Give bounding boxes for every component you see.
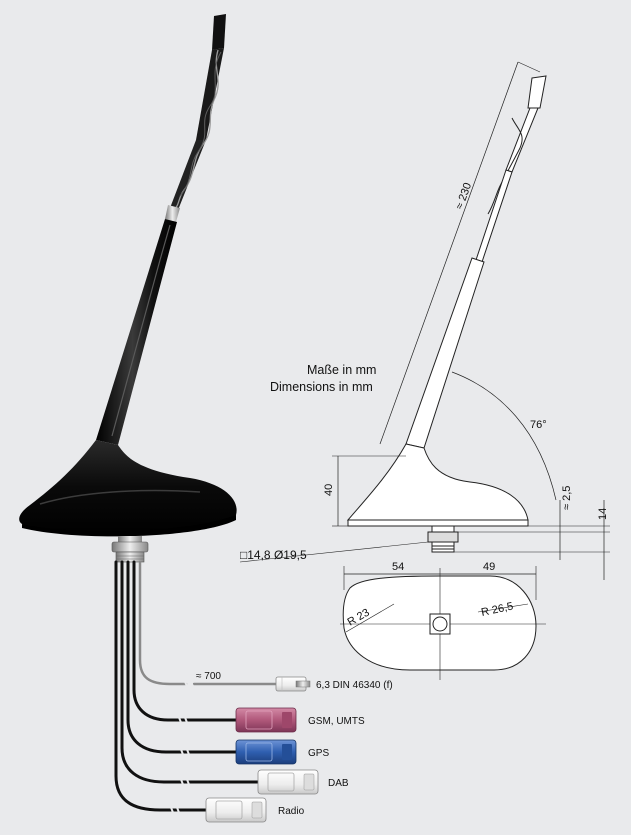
antenna-render: ≈ 700 6,3 DIN 46340 (f) GSM, UMTS GPS DA…	[19, 14, 393, 823]
fakra-connector-icon	[257, 769, 319, 795]
fakra-connector-icon	[205, 797, 267, 823]
cable-length-label: ≈ 700	[196, 671, 221, 682]
connector-label-din: 6,3 DIN 46340 (f)	[316, 680, 393, 691]
antenna-whip	[165, 14, 226, 222]
connector-label-dab: DAB	[328, 778, 349, 789]
dim-thread-length: 14	[597, 508, 609, 520]
fakra-connector-icon	[235, 739, 297, 765]
fakra-connector-icon	[235, 707, 297, 733]
dim-front-length: 54	[392, 561, 404, 573]
din-plug-icon	[275, 676, 311, 692]
technical-drawing	[239, 61, 610, 680]
dim-thread: □14,8 Ø19,5	[240, 548, 307, 562]
dim-rear-length: 49	[483, 561, 495, 573]
dim-height: 40	[323, 484, 335, 496]
units-label-de: Maße in mm	[307, 363, 376, 377]
antenna-sleeve	[96, 219, 177, 445]
antenna-base	[19, 440, 237, 535]
connector-label-gps: GPS	[308, 748, 329, 759]
connector-label-gsm: GSM, UMTS	[308, 716, 365, 727]
mount-thread	[111, 536, 149, 563]
units-label-en: Dimensions in mm	[270, 380, 373, 394]
drawing-base-outline	[346, 443, 529, 521]
connector-label-radio: Radio	[278, 806, 305, 817]
dim-offset: ≈ 2,5	[561, 486, 573, 510]
cable-bundle	[114, 560, 278, 816]
dim-angle: 76°	[530, 419, 547, 431]
dim-mast-length: ≈ 230	[454, 181, 475, 211]
